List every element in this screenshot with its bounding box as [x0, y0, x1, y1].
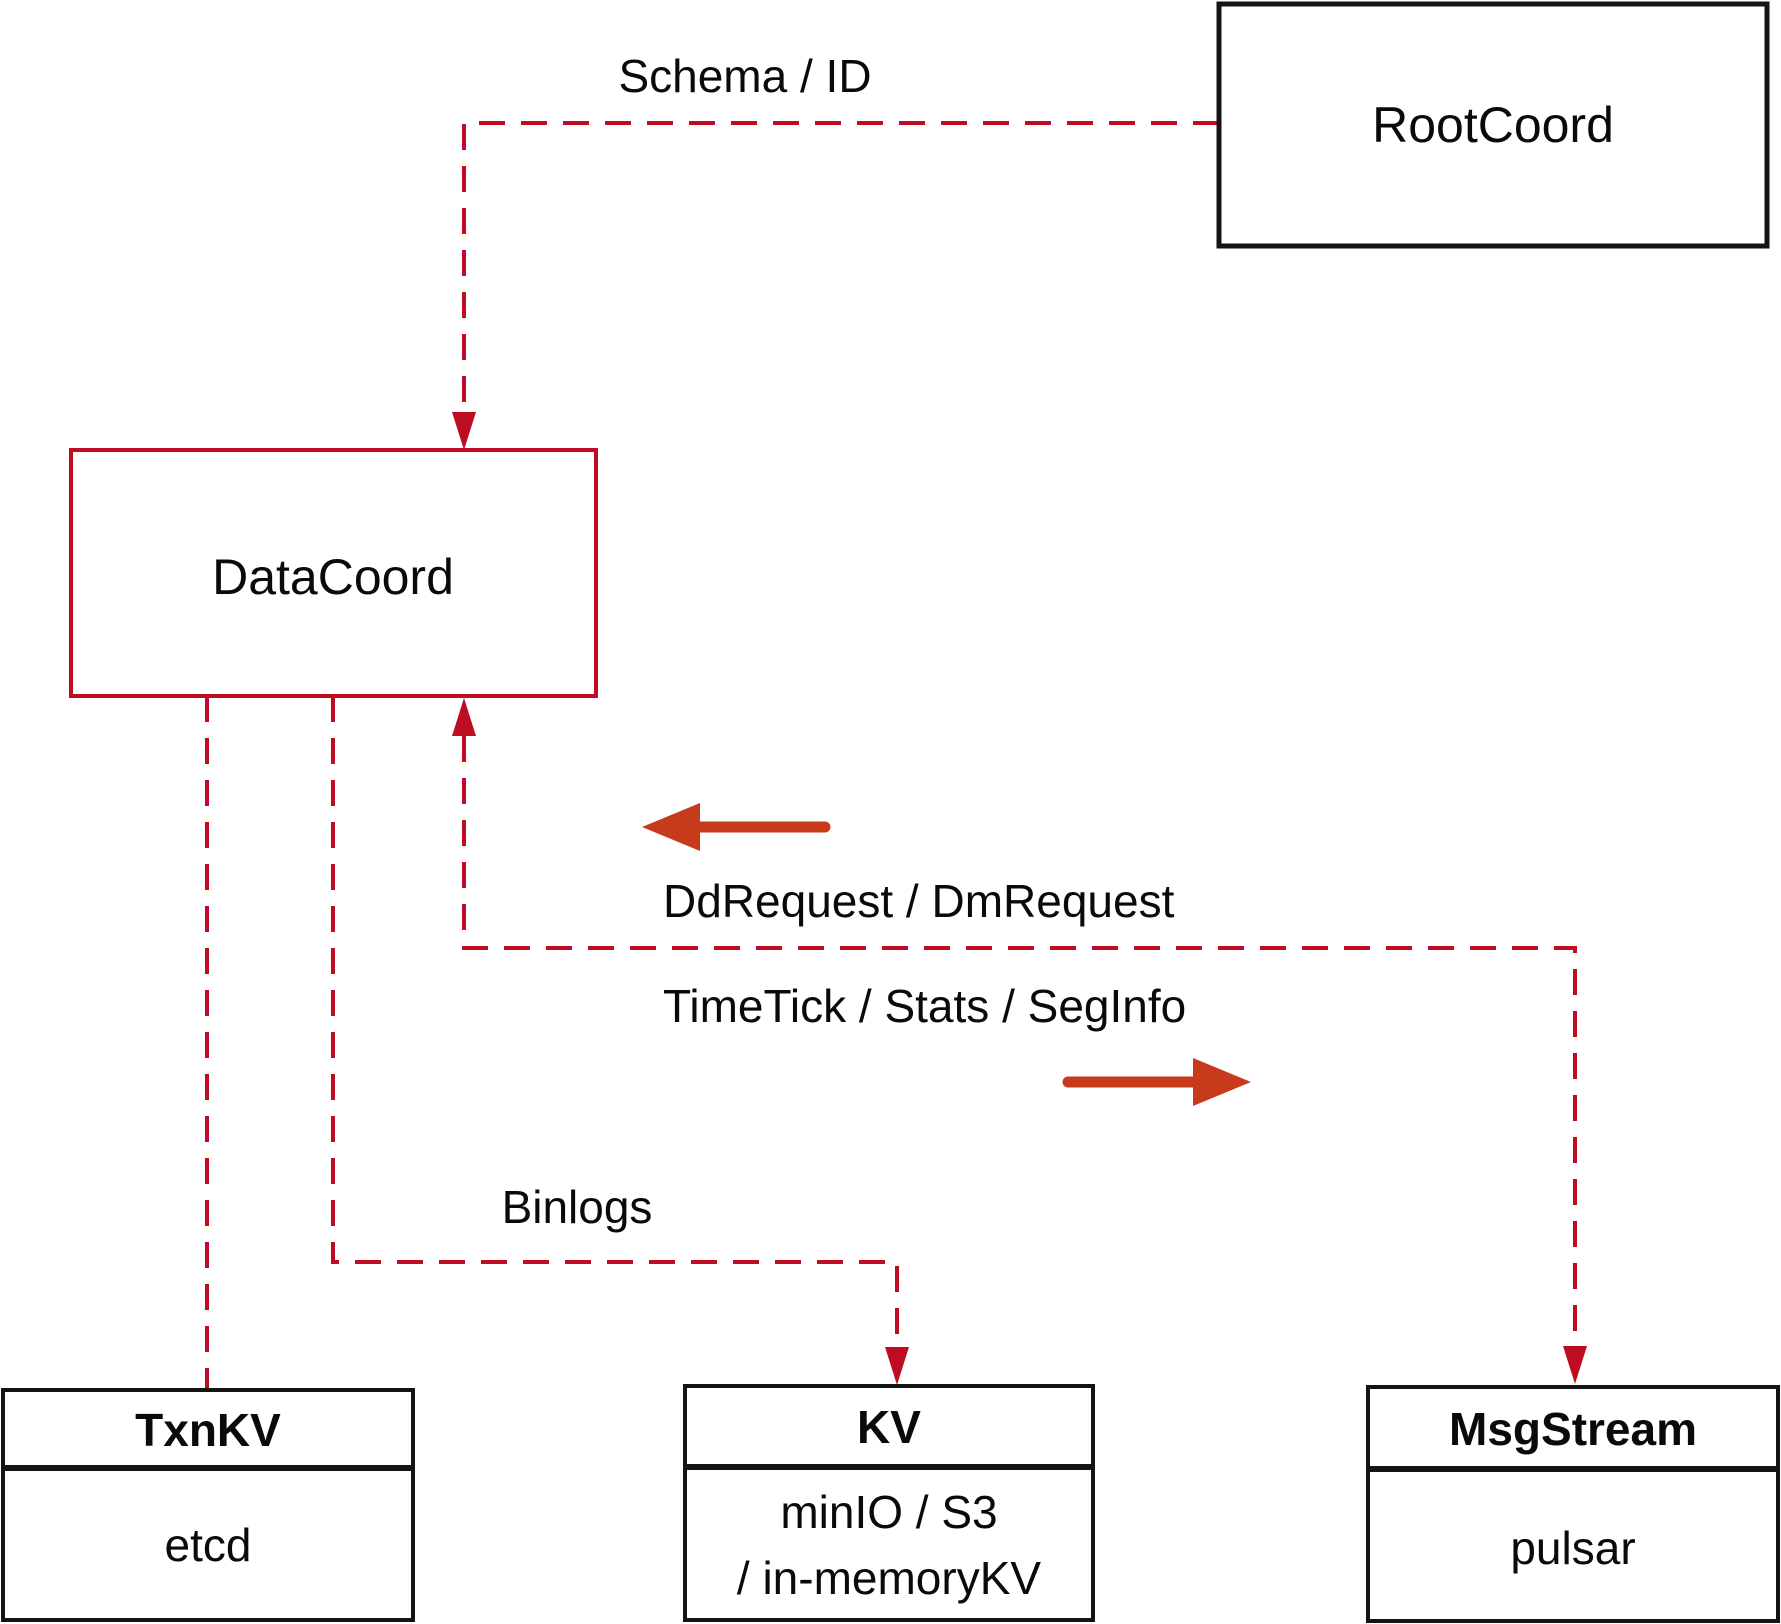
- node-msgstream-box: [1366, 1385, 1780, 1623]
- arrowhead-down-icon: [452, 412, 476, 450]
- node-kv-header: KV: [857, 1401, 921, 1453]
- right-arrow-head: [1193, 1058, 1251, 1106]
- node-msgstream-header: MsgStream: [1449, 1403, 1697, 1455]
- node-kv-body-line1: minIO / S3: [780, 1486, 997, 1538]
- edge-schema-id-line: [462, 121, 1219, 412]
- node-msgstream-body: pulsar: [1510, 1522, 1635, 1574]
- arrowhead-down-icon: [885, 1347, 909, 1385]
- node-txnkv-body: etcd: [165, 1519, 252, 1571]
- right-arrow-icon: [1062, 1058, 1251, 1106]
- node-txnkv: TxnKV etcd: [1, 1388, 415, 1622]
- node-rootcoord-box: [1216, 1, 1770, 249]
- arrowhead-up-icon: [452, 698, 476, 736]
- node-kv: KV minIO / S3 / in-memoryKV: [683, 1384, 1095, 1622]
- edge-msgstream-line: [462, 736, 1577, 1346]
- node-datacoord-label: DataCoord: [212, 549, 454, 605]
- edge-label-ddrequest: DdRequest / DmRequest: [663, 875, 1175, 927]
- node-rootcoord-label: RootCoord: [1372, 97, 1614, 153]
- edge-schema-id: Schema / ID: [452, 50, 1219, 450]
- node-datacoord-box: [69, 448, 598, 698]
- left-arrow-icon: [642, 803, 831, 851]
- node-rootcoord: RootCoord: [1216, 1, 1770, 249]
- edge-datacoord-msgstream: DdRequest / DmRequest TimeTick / Stats /…: [452, 698, 1587, 1384]
- left-arrow-head: [642, 803, 700, 851]
- node-msgstream: MsgStream pulsar: [1366, 1385, 1780, 1623]
- node-datacoord: DataCoord: [69, 448, 598, 698]
- edge-binlogs-line: [331, 696, 899, 1347]
- arrowhead-down-icon: [1563, 1346, 1587, 1384]
- node-txnkv-box: [1, 1388, 415, 1622]
- node-kv-box: [683, 1384, 1095, 1622]
- edge-label-schema-id: Schema / ID: [618, 50, 871, 102]
- node-txnkv-header: TxnKV: [135, 1404, 281, 1456]
- edge-label-binlogs: Binlogs: [502, 1181, 653, 1233]
- edge-binlogs: Binlogs: [331, 696, 909, 1385]
- edge-label-timetick: TimeTick / Stats / SegInfo: [663, 980, 1186, 1032]
- node-kv-body-line2: / in-memoryKV: [737, 1552, 1041, 1604]
